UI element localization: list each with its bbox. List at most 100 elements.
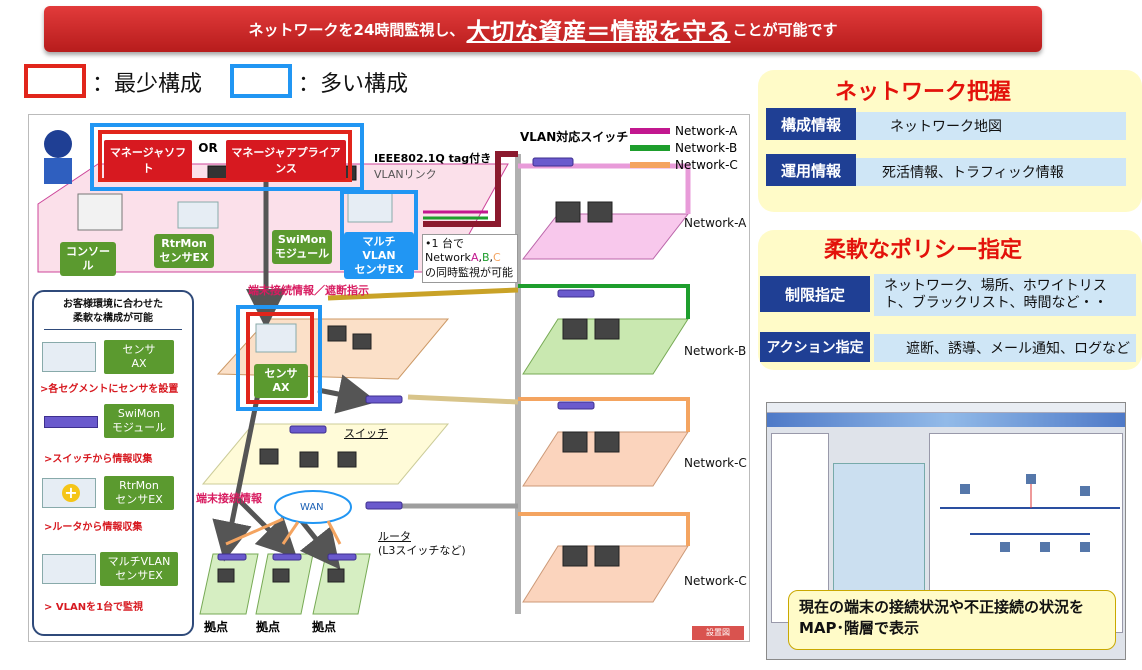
network-legend-c-swatch: [630, 161, 670, 168]
sensor-ax-card: センサ AX: [254, 364, 308, 398]
max-config-outline-manager: [90, 123, 364, 191]
segment-platform-2: [201, 423, 450, 485]
flexible-config-title-2: 柔軟な構成が可能: [73, 312, 153, 324]
site-label-2: 拠点: [256, 620, 281, 634]
pc-network-b-1: [562, 318, 588, 340]
branch-network-c-1: [518, 397, 690, 432]
console-pc: [77, 193, 123, 231]
network-c-label-2: Network-C: [684, 574, 747, 588]
site-platform-3: [312, 553, 371, 615]
network-legend-a-swatch: [630, 127, 670, 134]
network-legend-c-text: Network-C: [675, 157, 738, 172]
operator-icon: [44, 130, 72, 158]
multivlan-device: [347, 191, 393, 223]
headline-banner: ネットワークを24時間監視し、 大切な資産＝情報を守る ことが可能です: [44, 6, 1042, 52]
config-info-tag: 構成情報: [766, 108, 856, 140]
side-note-rtrmon: >ルータから情報収集: [44, 522, 143, 533]
action-row: 遮断、誘導、メール通知、ログなど: [874, 334, 1136, 362]
branch-network-c-2: [518, 512, 690, 546]
sensor-ax-thumb: [42, 342, 96, 372]
screenshot-toolbar: [767, 413, 1125, 427]
side-card-multivlan: マルチVLAN センサEX: [100, 552, 178, 586]
legend-min-swatch: [24, 64, 86, 98]
side-note-swimon: >スイッチから情報収集: [44, 454, 153, 465]
side-note-multivlan: > VLANを1台で監視: [44, 602, 144, 613]
terminal-info-block-label: 端末接続情報／遮断指示: [248, 284, 369, 297]
restriction-text: ネットワーク、場所、ホワイトリスト、ブラックリスト、時間など・・: [884, 277, 1108, 312]
network-legend-a: Network-A: [630, 122, 738, 139]
switch-network-b: [557, 289, 595, 298]
site-platform-2: [255, 553, 314, 615]
manager-appliance-label: マネージャアプライアンス: [226, 140, 346, 180]
network-awareness-title: ネットワーク把握: [834, 80, 1011, 105]
switch-label: スイッチ: [344, 427, 388, 440]
map-display-callout: 現在の端末の接続状況や不正接続の状況をMAP･階層で表示: [788, 590, 1116, 650]
pc-segment-2: [259, 448, 279, 465]
switch-segment: [289, 425, 327, 434]
flexible-policy-title: 柔軟なポリシー指定: [823, 238, 1022, 263]
screenshot-menubar: [767, 403, 1125, 413]
switch-site-2: [272, 553, 302, 561]
network-legend-b-swatch: [630, 144, 670, 151]
terminal-info-label: 端末接続情報: [196, 492, 262, 505]
max-config-outline-sensor: [236, 305, 322, 411]
rtrmon-device: [177, 201, 219, 229]
network-c-label-1: Network-C: [684, 456, 747, 470]
legend-max-swatch: [230, 64, 292, 98]
side-card-rtrmon: RtrMon センサEX: [104, 476, 174, 510]
plus-icon: +: [62, 484, 80, 502]
or-label: OR: [198, 141, 218, 155]
multivlan-note: •1 台で NetworkA,B,C の同時監視が可能: [422, 234, 518, 283]
restriction-row: ネットワーク、場所、ホワイトリスト、ブラックリスト、時間など・・: [874, 274, 1136, 316]
site-platform-1: [199, 553, 259, 615]
ieee-tag-label: IEEE802.1Q tag付き: [374, 152, 492, 165]
manager-software-label: マネージャソフト: [104, 140, 192, 180]
feeder-segment-1: [327, 287, 519, 301]
side-card-sensor-ax: センサ AX: [104, 340, 174, 374]
switch-network-c-1: [557, 401, 595, 410]
multivlan-thumb: [42, 554, 96, 584]
sensor-ax-device: [255, 323, 297, 353]
network-legend-b: Network-B: [630, 139, 738, 156]
router-label: ルータ: [378, 530, 411, 543]
wan-links: [225, 517, 342, 546]
arrow-sensor-to-switch: [317, 374, 378, 414]
min-config-outline-manager: [98, 130, 352, 182]
banner-highlight-text: 大切な資産＝情報を守る: [466, 17, 731, 46]
multivlan-note-a: A: [470, 251, 479, 265]
banner-post-text: ことが可能です: [732, 20, 838, 39]
branch-network-b: [518, 284, 690, 319]
ops-info-text: 死活情報、トラフィック情報: [882, 165, 1064, 181]
multivlan-card: マルチVLAN センサEX: [344, 232, 414, 280]
network-legend: Network-A Network-B Network-C: [630, 122, 738, 173]
pc-network-a-1: [555, 201, 581, 223]
swimon-card: SwiMon モジュール: [272, 230, 332, 264]
config-info-row: ネットワーク地図: [850, 112, 1126, 140]
pc-site-3: [327, 568, 345, 583]
restriction-tag: 制限指定: [760, 276, 870, 312]
network-legend-c: Network-C: [630, 156, 738, 173]
action-text: 遮断、誘導、メール通知、ログなど: [906, 341, 1130, 357]
site-label-3: 拠点: [312, 620, 337, 634]
pc-segment-1: [327, 325, 347, 342]
switch-feeder: [365, 395, 403, 404]
wan-cloud: [274, 490, 352, 524]
network-a-label: Network-A: [684, 216, 747, 230]
console-card: コンソール: [60, 242, 116, 276]
multivlan-note-line-2: NetworkA,B,C: [425, 251, 501, 265]
wan-label: WAN: [300, 502, 324, 513]
side-note-sensor-ax: >各セグメントにセンサを設置: [40, 384, 179, 395]
vlan-link-label: VLANリンク: [374, 168, 437, 181]
switch-site-1: [217, 553, 247, 561]
switch-site-3: [327, 553, 357, 561]
branch-network-a: [518, 163, 691, 214]
flexible-config-title-1: お客様環境に合わせた: [63, 299, 163, 310]
pc-site-1: [217, 568, 235, 583]
network-awareness-panel: [758, 70, 1142, 212]
feeder-segment-2: [407, 394, 519, 405]
config-info-text: ネットワーク地図: [890, 119, 1002, 135]
min-config-outline-sensor: [246, 312, 314, 404]
network-legend-b-text: Network-B: [675, 140, 738, 155]
pc-network-c-2: [562, 545, 588, 567]
